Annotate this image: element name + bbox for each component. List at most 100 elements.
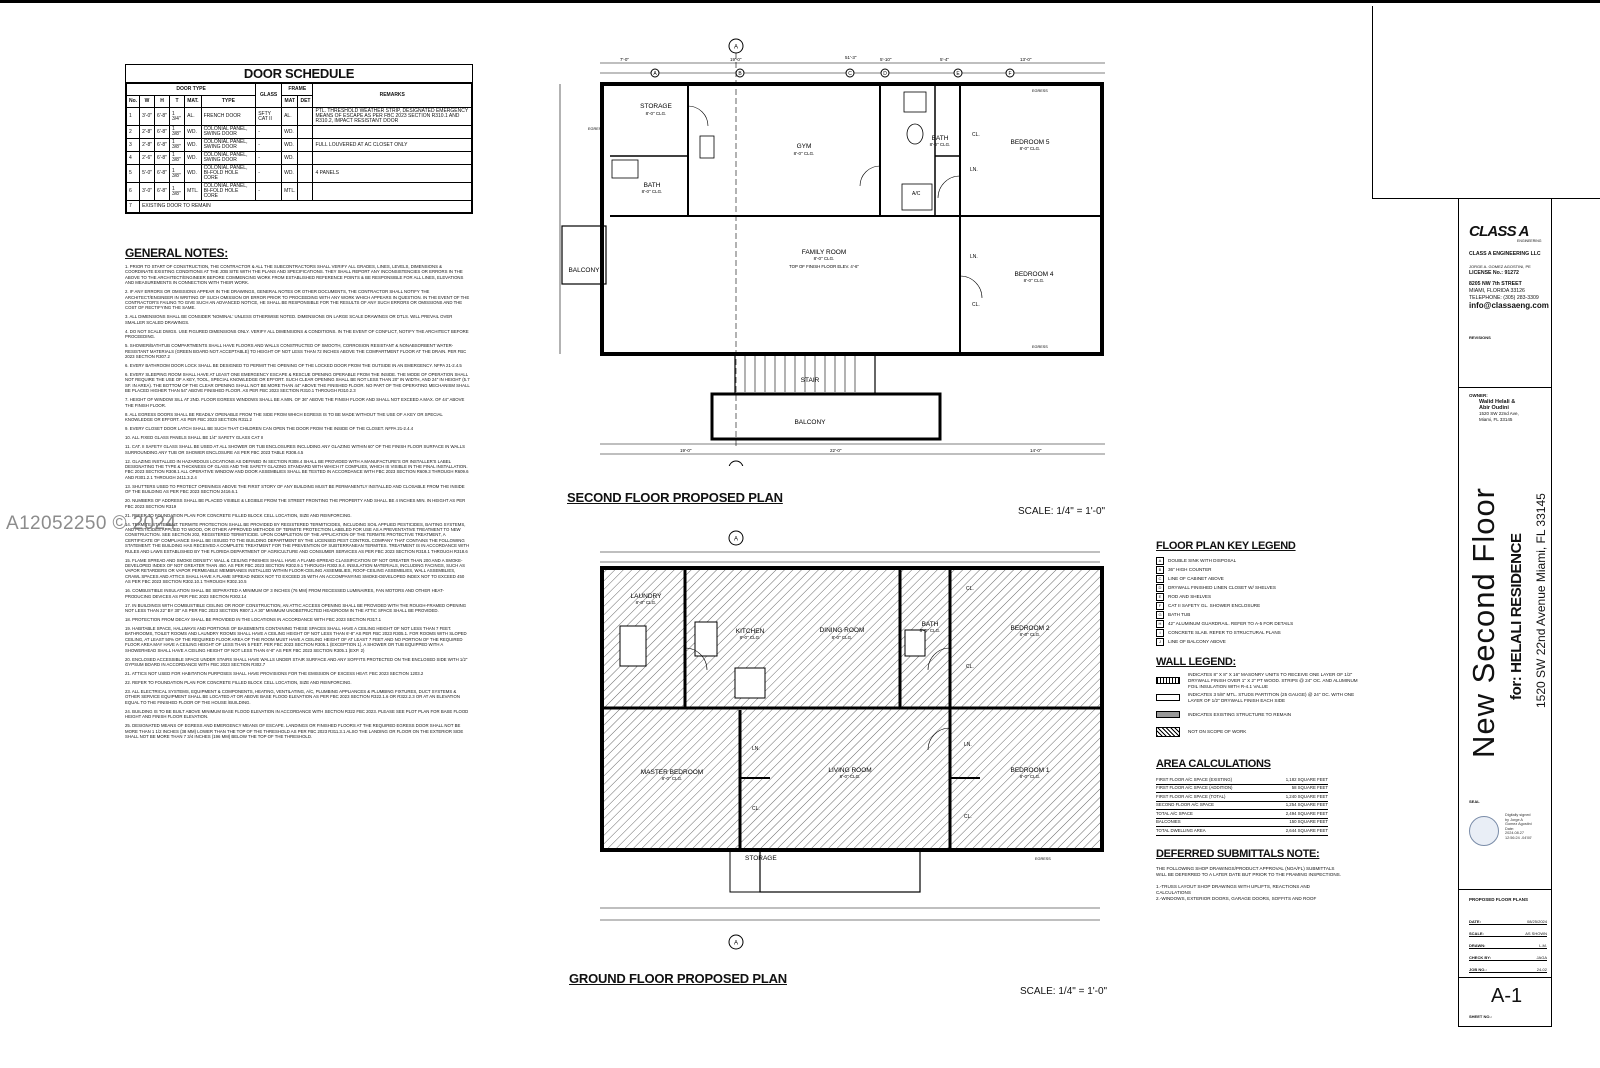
sheet-field-label: JOB NO.: — [1469, 967, 1487, 972]
deferred-item: 2.-WINDOWS, EXTERIOR DOORS, GARAGE DOORS… — [1156, 896, 1317, 901]
dim-top-overall: 51'-3" — [845, 55, 857, 60]
revision-box — [1372, 6, 1600, 199]
grid-marker-circle — [845, 68, 855, 78]
gf-room-master-clg: 8'-0" CLG. — [662, 776, 683, 781]
sheet-no-separator — [1459, 977, 1551, 978]
label-cl-1: CL. — [972, 132, 980, 138]
gf-room-master: MASTER BEDROOM — [641, 769, 703, 776]
door-schedule-cell: - — [255, 138, 283, 152]
door-schedule-cell: WD. — [281, 164, 299, 183]
wall-legend: WALL LEGEND: INDICATES 8" X 8" X 16" MAS… — [1156, 656, 1368, 740]
key-legend-key: G — [1156, 610, 1164, 619]
door-schedule-cell — [297, 164, 314, 183]
gf-room-bedroom-2: BEDROOM 2 — [1010, 625, 1049, 632]
door-schedule-cell: 2'-6" — [139, 151, 156, 165]
area-calc-label: SECOND FLOOR A/C SPACE — [1156, 802, 1214, 808]
key-legend-text: ROD AND SHELVES — [1168, 593, 1212, 599]
label-egress-2: EGRESS — [1032, 345, 1048, 349]
area-calc-label: FIRST FLOOR A/C SPACE (EXISTING) — [1156, 776, 1233, 782]
door-schedule-cell: 6'-8" — [154, 138, 170, 152]
general-note: 1. PRIOR TO START OF CONSTRUCTION, THE C… — [125, 264, 464, 286]
sheet-field-row: SCALE:AS SHOWN — [1469, 925, 1547, 937]
owner-name-2: Abir Oudini — [1479, 405, 1509, 411]
door-schedule-cell: 1 — [125, 107, 141, 126]
door-schedule-cell — [297, 151, 314, 165]
label-ac: A/C — [912, 191, 921, 197]
general-note: 2. IF ANY ERRORS OR OMISSIONS APPEAR IN … — [125, 289, 470, 311]
key-legend-key: C — [1156, 574, 1164, 583]
not-in-scope-swatch — [1156, 726, 1180, 737]
area-calc-value: 1,240 SQUARE FEET — [1285, 793, 1328, 799]
deferred-item: 1.-TRUSS LAYOUT SHOP DRAWINGS WITH UPLIF… — [1156, 884, 1310, 895]
general-note: 12. GLAZING INSTALLED IN HAZARDOUS LOCAT… — [125, 458, 469, 480]
gf-room-laundry: LAUNDRY — [631, 593, 663, 600]
section-mark-top-label: A — [734, 45, 738, 51]
sheet-field-value: AS SHOWN — [1525, 931, 1547, 936]
gf-room-living: LIVING ROOM — [828, 767, 871, 774]
general-note: 18. PROTECTION FROM DECAY SHALL BE PROVI… — [125, 617, 381, 622]
gf-label-cl-2: CL. — [966, 664, 974, 670]
door-schedule-cell: - — [255, 182, 283, 201]
sheet-field-label: CHECK BY: — [1469, 955, 1491, 960]
dim-top-1: 7'-0" — [620, 57, 629, 62]
door-schedule-cell: WD. — [281, 125, 299, 139]
area-calc-value: 58 SQUARE FEET — [1291, 785, 1328, 791]
sheet-field-value: JAGA — [1536, 955, 1547, 960]
key-legend-key: E — [1156, 592, 1164, 601]
grid-marker-label: E — [956, 71, 960, 77]
area-calc-value: 2,494 SQUARE FEET — [1285, 810, 1328, 816]
door-schedule: DOOR SCHEDULE DOOR TYPE GLASS FRAME REMA… — [125, 64, 473, 214]
grid-marker-label: A — [653, 71, 657, 77]
door-schedule-cell: 4 PANELS — [312, 164, 472, 183]
door-schedule-cell: WD. — [281, 138, 299, 152]
section-mark-bottom — [728, 460, 744, 466]
deferred-intro: THE FOLLOWING SHOP DRAWINGS/PRODUCT APPR… — [1156, 866, 1341, 877]
grid-marker-circle — [735, 68, 745, 78]
gf-room-living-clg: 8'-0" CLG. — [840, 774, 861, 779]
address-line-2: MIAMI, FLORIDA 33126 — [1469, 288, 1525, 294]
second-floor-plan: A A STORAGE 8'-0" CLG. GYM 8'-0" CLG. BA… — [559, 38, 1105, 466]
gf-room-dining-clg: 8'-0" CLG. — [832, 635, 853, 640]
key-legend-row: E ROD AND SHELVES — [1156, 592, 1356, 601]
ds-group-remarks: REMARKS — [312, 83, 472, 108]
general-note: 19. HABITABLE SPACE, HALLWAYS AND PORTIO… — [125, 626, 467, 653]
area-calc-row: FIRST FLOOR A/C SPACE (TOTAL)1,240 SQUAR… — [1156, 793, 1328, 802]
door-schedule-cell: 2'-8" — [139, 125, 156, 139]
grid-marker-circle — [650, 68, 660, 78]
ds-footnote-no: 7 — [125, 200, 141, 213]
grid-marker-label: F — [1008, 71, 1011, 77]
sheet-field-label: DATE: — [1469, 919, 1481, 924]
room-bedroom-5-clg: 8'-0" CLG. — [1020, 146, 1041, 151]
door-schedule-cell — [297, 125, 314, 139]
room-bath-upper-right: BATH — [932, 135, 949, 142]
engineer-name: JORGE A. GOMEZ AGOSTINI, PE — [1469, 264, 1531, 269]
area-calc-label: TOTAL A/C SPACE — [1156, 810, 1193, 816]
general-note: 21. ATTICS NOT USED FOR HABITATION PURPO… — [125, 671, 424, 677]
sheet-field-row: DATE:08/25/2024 — [1469, 913, 1547, 925]
door-schedule-cell: FRENCH DOOR — [200, 107, 257, 126]
door-schedule-cell — [312, 125, 472, 139]
gf-room-bath: BATH — [922, 621, 939, 628]
sheet-top-border — [0, 0, 1600, 3]
door-schedule-cell: WD. — [281, 151, 299, 165]
dim-top-2: 19'-0" — [730, 57, 742, 62]
area-calc-label: BALCONIES — [1156, 819, 1181, 825]
key-legend-key: B — [1156, 565, 1164, 574]
ds-group-door-type: DOOR TYPE — [125, 83, 257, 96]
sheet-number: A-1 — [1491, 985, 1523, 1007]
key-legend-text: 36" HIGH COUNTER — [1168, 566, 1212, 572]
masonry-wall-swatch — [1156, 677, 1180, 684]
gf-label-ln-2: LN. — [964, 742, 972, 748]
sheet-field-value: L.M. — [1539, 943, 1547, 948]
